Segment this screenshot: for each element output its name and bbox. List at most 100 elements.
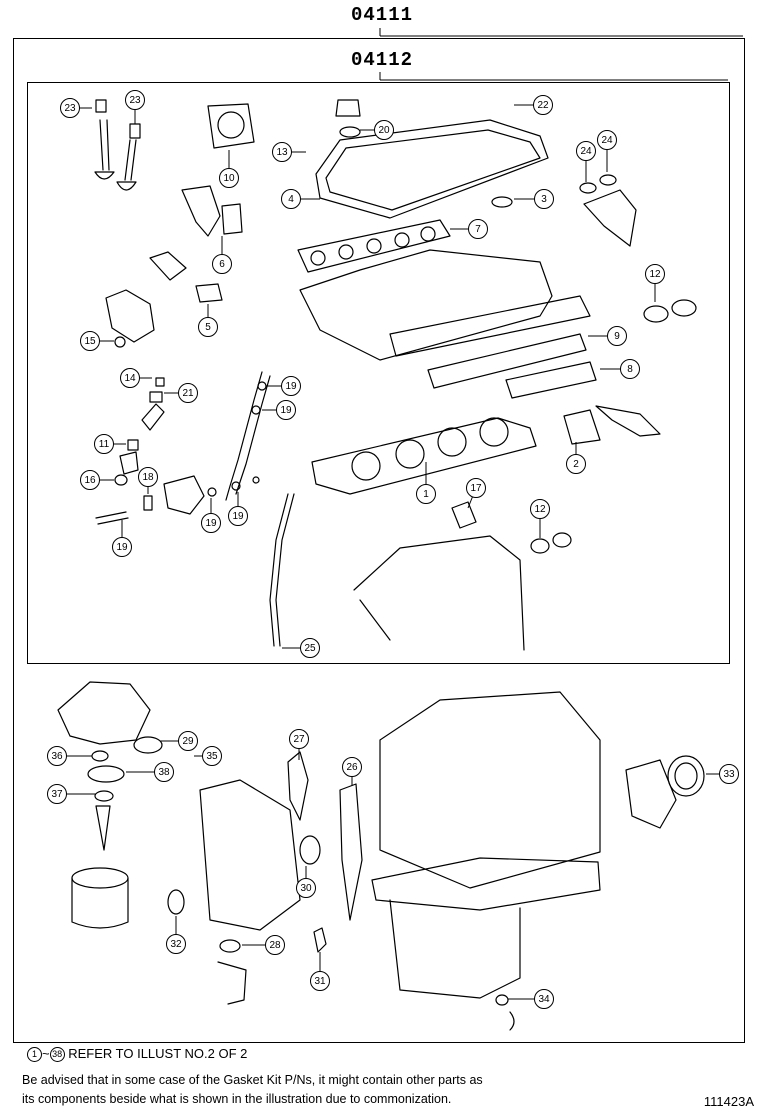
callout-number: 19 xyxy=(232,511,244,522)
callout-31: 31 xyxy=(310,952,330,991)
callout-30: 30 xyxy=(296,866,316,898)
callout-24: 24 xyxy=(576,141,596,182)
callout-circle xyxy=(94,434,114,454)
callout-number: 12 xyxy=(534,504,546,515)
callout-number: 8 xyxy=(627,364,633,375)
ref-end-number: 38 xyxy=(49,1047,65,1063)
callout-5: 5 xyxy=(198,304,218,337)
callout-number: 32 xyxy=(170,939,182,950)
callout-19: 19 xyxy=(262,400,296,420)
ref-start-number: 1 xyxy=(27,1047,42,1063)
callout-number: 27 xyxy=(293,734,305,745)
callout-19: 19 xyxy=(112,520,132,557)
callout-number: 17 xyxy=(470,483,482,494)
callout-circle xyxy=(719,764,739,784)
callout-2: 2 xyxy=(566,442,586,474)
callout-circle xyxy=(300,638,320,658)
callout-circle xyxy=(466,478,486,498)
inner-kit-frame xyxy=(27,82,730,664)
water-outlet xyxy=(181,185,221,237)
callout-circle xyxy=(533,95,553,115)
gasket-2 xyxy=(563,405,661,445)
callout-28: 28 xyxy=(242,935,285,955)
callout-number: 31 xyxy=(314,976,326,987)
valve-intake xyxy=(94,119,115,180)
callout-circle xyxy=(202,746,222,766)
callout-number: 9 xyxy=(614,331,620,342)
cylinder-block-upper xyxy=(353,535,525,651)
callout-number: 14 xyxy=(124,373,136,384)
callout-circle xyxy=(645,264,665,284)
drain-plug-gasket xyxy=(495,994,509,1006)
callout-circle xyxy=(310,971,330,991)
callout-number: 19 xyxy=(285,381,297,392)
gasket-5 xyxy=(195,283,223,303)
callout-circle xyxy=(219,168,239,188)
callout-26: 26 xyxy=(342,757,362,786)
callout-circle xyxy=(178,731,198,751)
oil-pan xyxy=(371,857,601,999)
reference-text: REFER TO ILLUST NO.2 OF 2 xyxy=(68,1046,248,1061)
callout-circle xyxy=(416,484,436,504)
callout-circle xyxy=(228,506,248,526)
callout-number: 23 xyxy=(129,95,141,106)
callout-circle xyxy=(374,120,394,140)
callout-circle xyxy=(198,317,218,337)
callout-number: 25 xyxy=(304,643,316,654)
callout-number: 19 xyxy=(205,518,217,529)
callout-circle xyxy=(112,537,132,557)
water-bypass-pipe xyxy=(225,371,271,501)
callout-circle xyxy=(265,935,285,955)
illustration-code: 111423A xyxy=(703,1094,754,1109)
kit-number-outer: 04111 xyxy=(351,4,414,26)
callout-7: 7 xyxy=(450,219,488,239)
timing-cover xyxy=(199,779,301,931)
callout-10: 10 xyxy=(219,150,239,188)
callout-23: 23 xyxy=(125,90,145,124)
callout-number: 19 xyxy=(280,405,292,416)
callout-1: 1 xyxy=(416,462,436,504)
callout-33: 33 xyxy=(706,764,739,784)
oil-strainer-gasket xyxy=(217,939,247,1005)
callout-4: 4 xyxy=(281,189,320,209)
callout-circle xyxy=(212,254,232,274)
intake-manifold-gasket xyxy=(297,219,451,273)
advisory-line-1: Be advised that in some case of the Gask… xyxy=(22,1073,483,1087)
callout-number: 16 xyxy=(84,475,96,486)
callout-circle xyxy=(80,331,100,351)
callout-circle xyxy=(166,934,186,954)
water-pump-housing xyxy=(105,289,155,343)
o-ring-15 xyxy=(114,336,126,348)
callout-18: 18 xyxy=(138,467,158,494)
o-ring-37 xyxy=(94,790,114,802)
callout-21: 21 xyxy=(164,383,198,403)
callout-34: 34 xyxy=(508,989,554,1009)
callout-circle xyxy=(272,142,292,162)
callout-number: 1 xyxy=(423,489,429,500)
callout-circle xyxy=(342,757,362,777)
seal-32 xyxy=(167,889,185,915)
callout-number: 34 xyxy=(538,994,550,1005)
callout-9: 9 xyxy=(588,326,627,346)
callout-29: 29 xyxy=(160,731,198,751)
callout-circle xyxy=(607,326,627,346)
seal-30 xyxy=(299,835,321,865)
callout-number: 4 xyxy=(288,194,294,205)
callout-number: 15 xyxy=(84,336,96,347)
callout-number: 24 xyxy=(580,146,592,157)
gasket-26 xyxy=(339,783,363,921)
callout-14: 14 xyxy=(120,368,152,388)
callout-circle xyxy=(60,98,80,118)
o-ring-38 xyxy=(87,765,125,783)
callout-circle xyxy=(281,189,301,209)
reference-note: 1~38 REFER TO ILLUST NO.2 OF 2 xyxy=(27,1046,248,1063)
callout-number: 35 xyxy=(206,751,218,762)
callout-number: 38 xyxy=(158,767,170,778)
callout-number: 13 xyxy=(276,147,288,158)
gasket-31 xyxy=(313,927,327,953)
gasket-12-upper xyxy=(643,299,697,323)
callout-16: 16 xyxy=(80,470,114,490)
thermostat-housing xyxy=(149,251,187,281)
callout-8: 8 xyxy=(600,359,640,379)
callout-number: 28 xyxy=(269,940,281,951)
